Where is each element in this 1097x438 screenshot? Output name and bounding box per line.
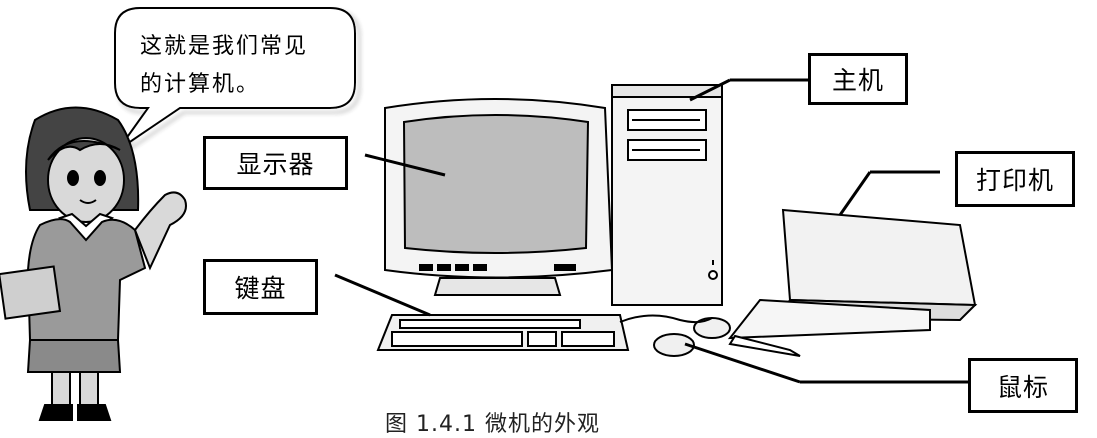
speech-bubble-line-1: 这就是我们常见 [140, 28, 308, 66]
tower-illustration [612, 85, 722, 305]
speech-bubble-line-2: 的计算机。 [140, 66, 308, 104]
label-printer: 打印机 [955, 151, 1075, 207]
woman-illustration [0, 108, 186, 421]
label-mouse: 鼠标 [968, 358, 1078, 413]
label-monitor: 显示器 [203, 136, 348, 190]
keyboard-illustration [378, 315, 628, 350]
figure-caption: 图 1.4.1 微机的外观 [385, 406, 600, 438]
mouse-illustration [620, 315, 730, 356]
label-host: 主机 [808, 53, 908, 105]
speech-bubble-text: 这就是我们常见 的计算机。 [140, 28, 308, 104]
label-keyboard: 键盘 [203, 259, 318, 315]
printer-illustration [730, 210, 975, 356]
monitor-illustration [385, 99, 612, 295]
